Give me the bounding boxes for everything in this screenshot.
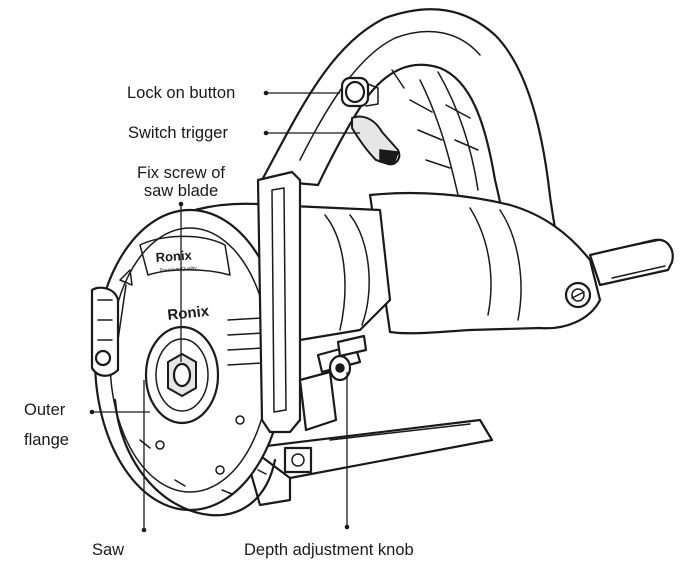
label-lock-on-button: Lock on button: [127, 84, 236, 102]
label-switch-trigger: Switch trigger: [128, 124, 228, 142]
saw-blade: [113, 398, 277, 517]
depth-bracket: [256, 170, 338, 434]
label-saw: Saw: [92, 541, 125, 559]
ronix-logo-subtext: Premium Quality: [160, 265, 198, 274]
label-depth-adjustment-knob: Depth adjustment knob: [244, 541, 414, 559]
depth-adjustment-knob-illustration: [316, 334, 368, 382]
leader-lines: [89, 90, 360, 533]
switch-trigger-illustration: [351, 115, 401, 166]
label-fix-screw-line2: saw blade: [143, 182, 219, 200]
leader-dot-saw: [141, 527, 147, 533]
leader-dot-switch-trigger: [263, 130, 269, 136]
ronix-logo-upper: Ronix: [155, 247, 193, 265]
label-outer-flange-line2: flange: [24, 431, 69, 449]
fix-screw-illustration: [167, 353, 197, 397]
leader-dot-fix-screw: [178, 201, 184, 207]
leader-dot-outer-flange: [89, 409, 95, 415]
label-outer-flange-line1: Outer: [24, 401, 66, 419]
motor-housing: [368, 191, 674, 335]
lock-on-button-illustration: [340, 76, 379, 108]
leader-dot-depth-knob: [344, 524, 350, 530]
leader-dot-lock-on-button: [263, 90, 269, 96]
ronix-logo-main: Ronix: [167, 303, 211, 324]
label-fix-screw-line1: Fix screw of: [136, 164, 225, 182]
